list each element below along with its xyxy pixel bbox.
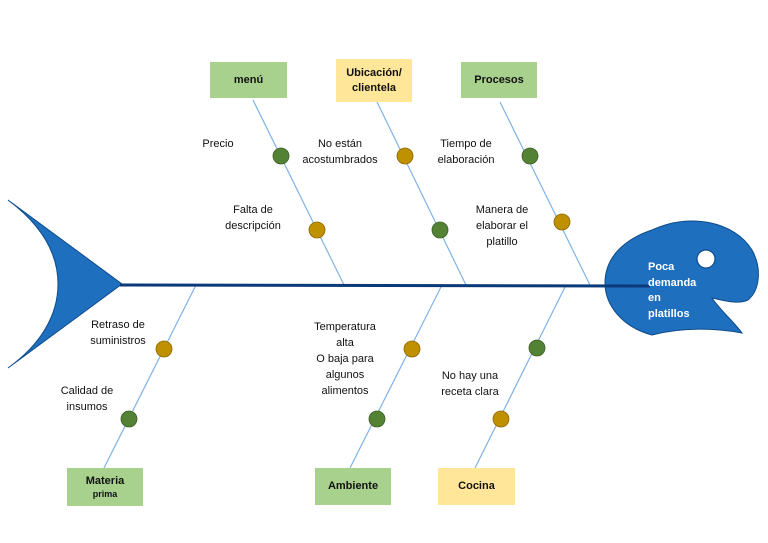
cause-temperatura-line1: Temperatura — [314, 321, 376, 333]
bone-ubicacion — [376, 101, 467, 286]
fish-eye — [696, 249, 716, 269]
cause-manera-line3: platillo — [486, 235, 518, 248]
dot-precio — [272, 147, 290, 165]
cause-retraso-suministros: Retraso de suministros — [80, 318, 156, 350]
fish-tail — [7, 199, 123, 369]
cause-temperatura-line3: O baja para — [316, 352, 374, 365]
category-menu: menú — [210, 62, 287, 98]
bone-ambiente — [349, 284, 443, 469]
effect-line2: demanda — [648, 276, 697, 289]
category-ambiente-label: Ambiente — [327, 480, 379, 493]
dot-cocina-1 — [528, 339, 546, 357]
dot-manera-elaborar — [553, 213, 571, 231]
dot-ubicacion-2 — [431, 221, 449, 239]
dot-tiempo-elaboracion — [521, 147, 539, 165]
cause-temperatura-line4: algunos — [325, 368, 365, 381]
cause-calidad-line1: Calidad de — [60, 385, 114, 397]
cause-falta-descripcion: Falta de descripción — [218, 203, 288, 235]
cause-receta-line2: receta clara — [441, 385, 499, 398]
dot-ambiente-2 — [368, 410, 386, 428]
dot-falta-descripcion — [308, 221, 326, 239]
cause-falta-line1: Falta de — [233, 204, 273, 216]
effect-line3: en — [648, 292, 661, 305]
bone-cocina — [474, 284, 567, 469]
dot-retraso — [155, 340, 173, 358]
cause-calidad-line2: insumos — [66, 400, 108, 413]
cause-temperatura-line5: alimentos — [321, 384, 369, 397]
cause-receta-clara: No hay una receta clara — [432, 369, 508, 401]
category-ubicacion: Ubicación/ clientela — [336, 59, 412, 102]
cause-tiempo-elaboracion: Tiempo de elaboración — [428, 137, 504, 169]
category-materia-line2: prima — [92, 489, 118, 500]
category-materia-prima: Materia prima — [67, 468, 143, 506]
dot-receta — [492, 410, 510, 428]
dot-temperatura — [403, 340, 421, 358]
cause-no-acostumbrados: No están acostumbrados — [295, 137, 385, 169]
dot-no-acostumbrados — [396, 147, 414, 165]
dot-calidad — [120, 410, 138, 428]
category-ubicacion-line1: Ubicación/ — [346, 66, 402, 79]
category-menu-label: menú — [233, 73, 264, 86]
cause-falta-line2: descripción — [225, 219, 281, 232]
effect-label: Poca demanda en platillos — [648, 260, 696, 322]
cause-temperatura-line2: alta — [336, 336, 354, 349]
category-ambiente: Ambiente — [315, 468, 391, 505]
category-materia-line1: Materia — [85, 474, 125, 487]
cause-retraso-line1: Retraso de — [91, 319, 145, 331]
cause-acostumbrados-line2: acostumbrados — [302, 153, 378, 166]
cause-temperatura: Temperatura alta O baja para algunos ali… — [303, 320, 387, 400]
cause-tiempo-line1: Tiempo de — [440, 138, 492, 150]
cause-manera-line1: Manera de — [475, 204, 529, 216]
category-procesos-label: Procesos — [474, 73, 524, 86]
effect-line4: platillos — [648, 307, 690, 320]
category-procesos: Procesos — [461, 62, 537, 98]
effect-line1: Poca — [648, 261, 675, 273]
cause-manera-line2: elaborar el — [476, 219, 528, 232]
fish-head — [604, 220, 759, 336]
category-cocina: Cocina — [438, 468, 515, 505]
cause-calidad-insumos: Calidad de insumos — [52, 384, 122, 416]
bone-menu — [252, 99, 345, 286]
category-cocina-label: Cocina — [458, 480, 495, 493]
category-ubicacion-line2: clientela — [351, 81, 397, 94]
cause-precio: Precio — [196, 137, 240, 153]
bone-materia — [103, 284, 197, 469]
cause-tiempo-line2: elaboración — [437, 153, 495, 166]
cause-manera-elaborar: Manera de elaborar el platillo — [466, 203, 538, 251]
cause-retraso-line2: suministros — [90, 334, 146, 347]
cause-acostumbrados-line1: No están — [317, 138, 363, 150]
cause-receta-line1: No hay una — [441, 370, 499, 382]
fish-spine — [119, 283, 651, 288]
cause-precio-line1: Precio — [202, 138, 234, 150]
bone-procesos — [499, 101, 591, 286]
